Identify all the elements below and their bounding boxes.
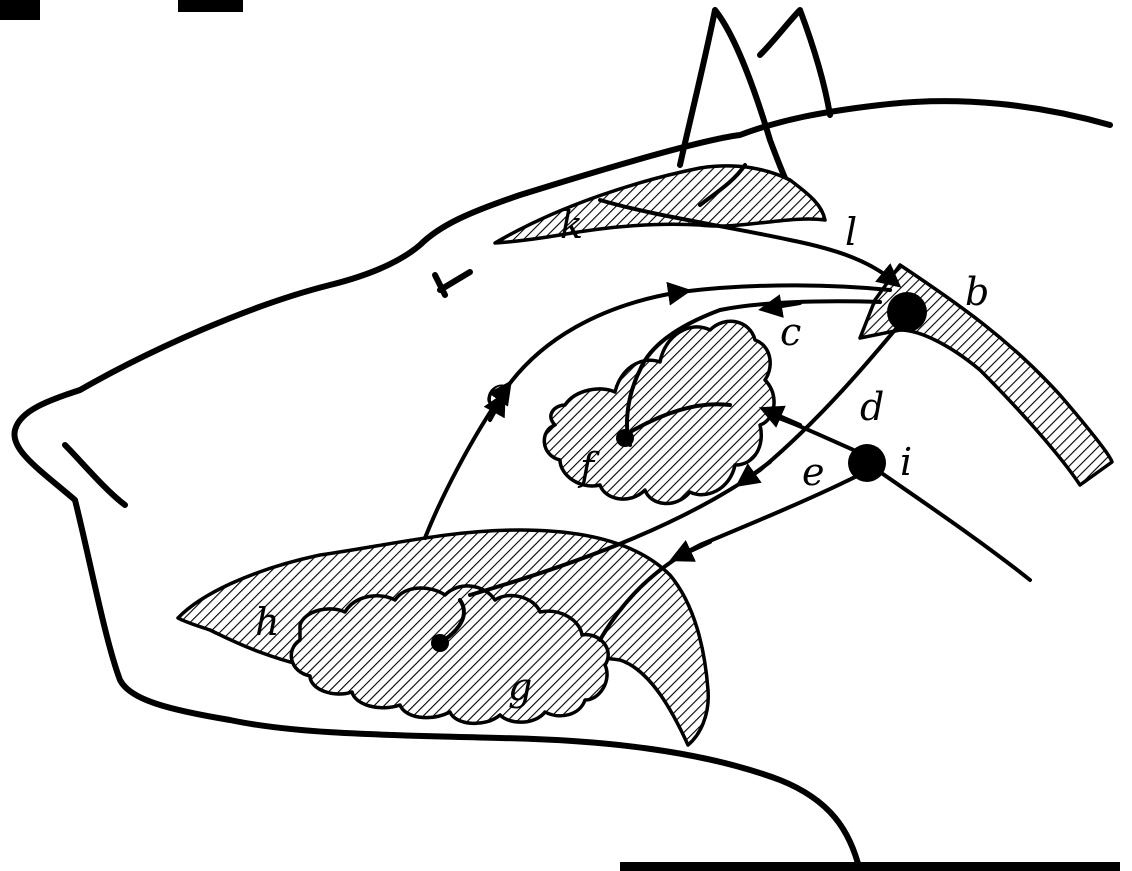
ganglion-g bbox=[431, 634, 449, 652]
label-b: b bbox=[965, 270, 989, 314]
label-g: g bbox=[508, 665, 532, 709]
scan-edge-bottom bbox=[620, 862, 1120, 871]
scan-edge-top-mid bbox=[178, 0, 243, 12]
label-h: h bbox=[255, 600, 279, 644]
ganglion-f bbox=[616, 429, 634, 447]
eye-mark bbox=[435, 272, 470, 295]
nerve-i-tail bbox=[870, 465, 1030, 580]
label-e: e bbox=[802, 450, 825, 494]
scan-edge-top-left bbox=[0, 0, 40, 20]
label-a: a bbox=[486, 370, 509, 414]
label-d: d bbox=[860, 385, 884, 429]
upper-bone-k bbox=[495, 166, 825, 243]
ganglion-i bbox=[848, 444, 886, 482]
label-i: i bbox=[900, 440, 912, 484]
ganglion-b bbox=[887, 292, 927, 332]
ear-back-outline bbox=[760, 10, 830, 115]
label-l: l bbox=[845, 210, 857, 254]
nerve-i-arrow bbox=[680, 542, 710, 556]
label-c: c bbox=[780, 310, 801, 354]
label-k: k bbox=[560, 203, 583, 247]
nerve-d-arrow bbox=[745, 462, 770, 480]
gland-f bbox=[544, 321, 774, 503]
